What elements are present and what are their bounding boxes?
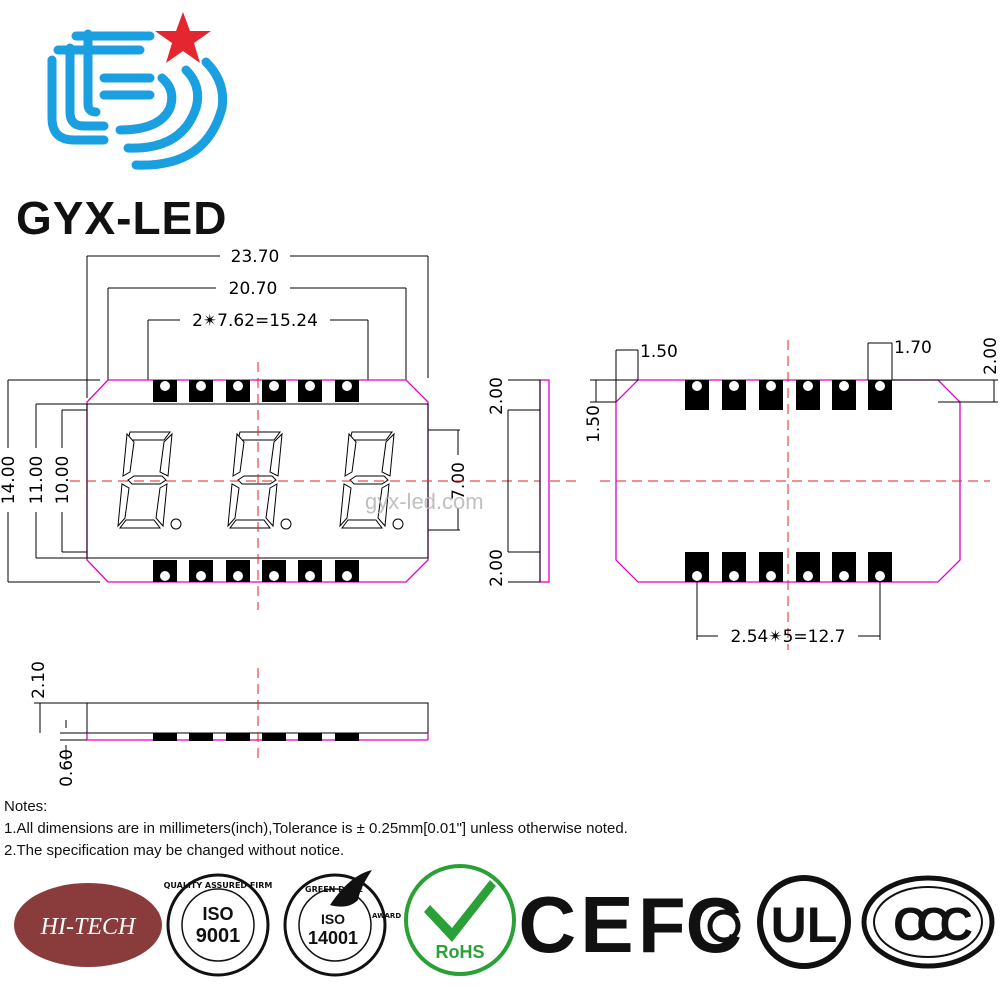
dim-height-overall: 14.00 (0, 456, 19, 505)
red-star-icon (155, 12, 211, 63)
ccc-mark-icon: CCC (861, 875, 995, 969)
dim-pad-height: 2.00 (981, 337, 1000, 375)
bottom-body-outline (615, 379, 961, 583)
dim-height-inner: 11.00 (27, 456, 47, 505)
dim-width-overall: 23.70 (231, 247, 280, 267)
svg-text:RoHS: RoHS (436, 942, 485, 962)
certification-logos: HI-TECH QUALITY ASSURED FIRM ISO 9001 GR… (14, 864, 995, 977)
svg-text:HI-TECH: HI-TECH (40, 914, 137, 940)
svg-text:CCC: CCC (893, 898, 971, 950)
side-dim-top: 2.00 (487, 377, 507, 415)
svg-text:QUALITY ASSURED FIRM: QUALITY ASSURED FIRM (164, 881, 273, 890)
front-centerlines (70, 362, 580, 610)
dim-pad-pitch: 2.54✴5=12.7 (730, 627, 845, 647)
side-dim-bottom: 2.00 (487, 549, 507, 587)
logo-mark-icon (47, 29, 228, 170)
notes-line-1: 1.All dimensions are in millimeters(inch… (4, 820, 628, 837)
front-dimension-lines (7, 255, 460, 583)
notes-line-2: 2.The specification may be changed witho… (4, 842, 345, 859)
brand-logo: GYX-LED (16, 12, 228, 244)
svg-text:FC: FC (638, 881, 742, 969)
dim-pad-width: 1.70 (894, 338, 932, 358)
profile-pins (153, 733, 359, 741)
notes-block: Notes: 1.All dimensions are in millimete… (4, 796, 628, 862)
bottom-centerlines (600, 340, 990, 650)
svg-text:AWARD: AWARD (372, 912, 401, 920)
bottom-dimension-lines (590, 342, 998, 640)
side-body-outline (539, 379, 550, 583)
checkmark-icon (424, 880, 496, 942)
dim-corner-height: 1.50 (584, 405, 604, 443)
brand-name: GYX-LED (16, 192, 227, 244)
dim-thickness: 2.10 (29, 661, 49, 699)
dove-icon (330, 870, 372, 907)
rohs-badge-icon: RoHS (404, 864, 516, 976)
ce-mark-icon: CE (518, 880, 637, 969)
watermark-text: gyx-led.com (365, 489, 484, 514)
dim-digit-pitch: 2✴7.62=15.24 (192, 311, 318, 331)
iso9001-badge-icon: QUALITY ASSURED FIRM ISO 9001 (164, 873, 273, 977)
bottom-view: 1.50 1.50 1.70 2.00 2.54✴5=12.7 (584, 337, 1000, 650)
notes-heading: Notes: (4, 798, 48, 815)
ul-mark-icon: UL (757, 875, 851, 969)
svg-text:GREEN DOVE: GREEN DOVE (305, 885, 363, 894)
dim-height-window: 10.00 (53, 456, 73, 505)
svg-text:ISO: ISO (321, 911, 345, 927)
hitech-badge-icon: HI-TECH (14, 883, 162, 967)
dim-corner-width: 1.50 (640, 342, 678, 362)
svg-text:CE: CE (518, 880, 637, 969)
dim-standoff: 0.60 (57, 749, 77, 787)
profile-view: 2.10 0.60 (29, 661, 429, 787)
iso14001-badge-icon: GREEN DOVE AWARD ISO 14001 (283, 870, 401, 977)
dim-width-inner: 20.70 (229, 279, 278, 299)
svg-text:ISO: ISO (202, 904, 233, 924)
svg-text:9001: 9001 (196, 925, 241, 947)
svg-text:UL: UL (771, 897, 838, 953)
svg-text:14001: 14001 (308, 928, 358, 948)
side-view: 2.00 2.00 (487, 377, 550, 587)
front-view: 23.70 20.70 2✴7.62=15.24 14.00 11.00 10.… (0, 247, 580, 610)
fcc-mark-icon: FC (638, 881, 742, 969)
